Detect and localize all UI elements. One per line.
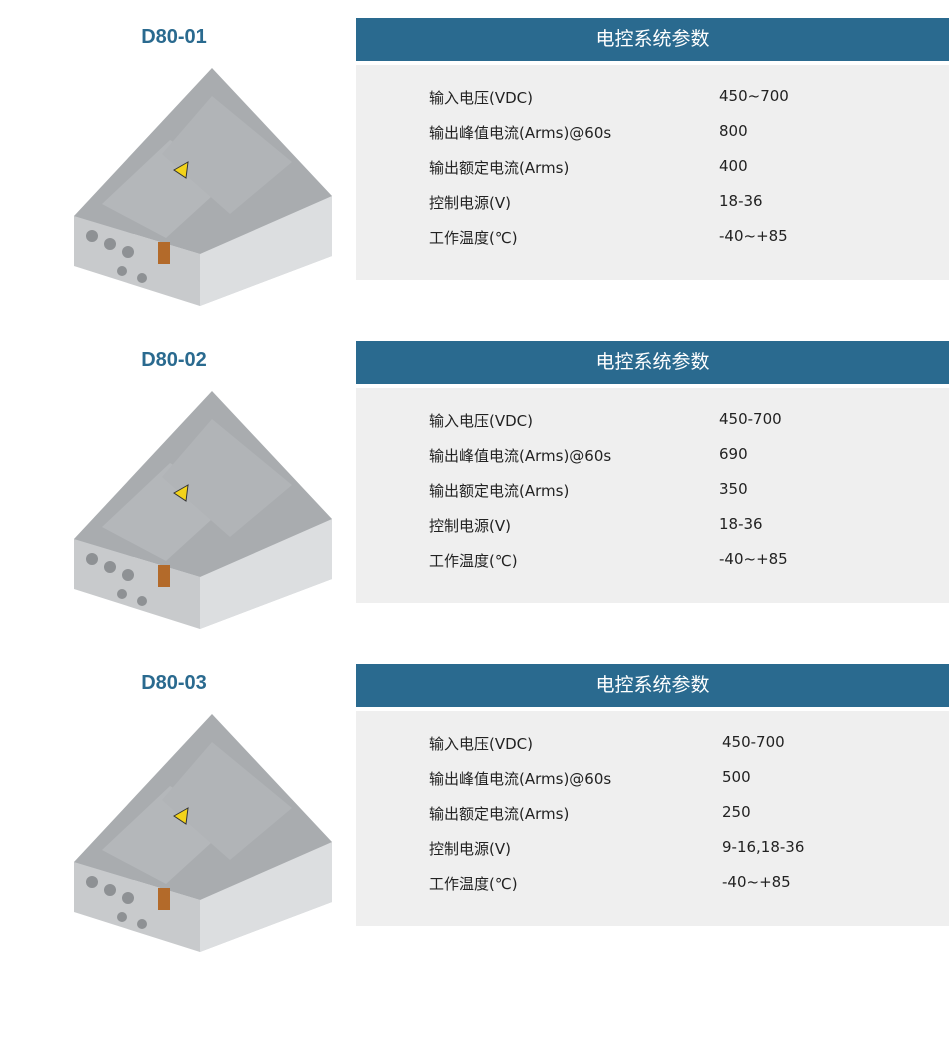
spec-label: 输出额定电流(Arms) — [429, 482, 570, 500]
spec-label: 输出额定电流(Arms) — [429, 159, 570, 177]
spec-value: 690 — [719, 445, 748, 463]
product-section: D80-01 电控系统参数 输入电压(VDC) 450~700 输出峰值电流(Arm… — [0, 18, 949, 341]
spec-value: 250 — [722, 803, 751, 821]
spec-value: -40~+85 — [719, 227, 788, 245]
spec-label: 工作温度(℃) — [429, 229, 518, 247]
product-image — [74, 68, 332, 306]
spec-label: 工作温度(℃) — [429, 552, 518, 570]
spec-label: 输出峰值电流(Arms)@60s — [429, 447, 612, 465]
spec-value: 400 — [719, 157, 748, 175]
spec-label: 输入电压(VDC) — [429, 89, 533, 107]
model-name: D80-02 — [141, 349, 207, 371]
spec-value: 450-700 — [719, 410, 782, 428]
spec-table: 输入电压(VDC) 450~700 输出峰值电流(Arms)@60s 800 输出额定电… — [356, 65, 949, 280]
spec-label: 控制电源(V) — [429, 517, 511, 535]
spec-label: 输出峰值电流(Arms)@60s — [429, 124, 612, 142]
spec-label: 控制电源(V) — [429, 840, 511, 858]
spec-table: 输入电压(VDC) 450-700 输出峰值电流(Arms)@60s 690 输出额定电… — [356, 388, 949, 603]
spec-label: 输出额定电流(Arms) — [429, 805, 570, 823]
product-image — [74, 714, 332, 952]
spec-value: 350 — [719, 480, 748, 498]
section-title: 电控系统参数 — [356, 18, 949, 61]
spec-value: 800 — [719, 122, 748, 140]
spec-label: 工作温度(℃) — [429, 875, 518, 893]
section-title: 电控系统参数 — [356, 664, 949, 707]
model-name: D80-03 — [141, 672, 207, 694]
spec-value: 18-36 — [719, 192, 763, 210]
spec-value: -40~+85 — [719, 550, 788, 568]
spec-value: 450-700 — [722, 733, 785, 751]
spec-value: 500 — [722, 768, 751, 786]
spec-value: -40~+85 — [722, 873, 791, 891]
spec-label: 输入电压(VDC) — [429, 412, 533, 430]
section-title: 电控系统参数 — [356, 341, 949, 384]
spec-value: 9-16,18-36 — [722, 838, 805, 856]
product-section: D80-03 电控系统参数 输入电压(VDC) 450-700 输出峰值电流(Arm… — [0, 664, 949, 987]
spec-table: 输入电压(VDC) 450-700 输出峰值电流(Arms)@60s 500 输出额定电… — [356, 711, 949, 926]
product-section: D80-02 电控系统参数 输入电压(VDC) 450-700 输出峰值电流(Arm… — [0, 341, 949, 664]
spec-label: 控制电源(V) — [429, 194, 511, 212]
spec-label: 输入电压(VDC) — [429, 735, 533, 753]
model-name: D80-01 — [141, 26, 207, 48]
spec-value: 18-36 — [719, 515, 763, 533]
spec-value: 450~700 — [719, 87, 789, 105]
product-image — [74, 391, 332, 629]
spec-label: 输出峰值电流(Arms)@60s — [429, 770, 612, 788]
